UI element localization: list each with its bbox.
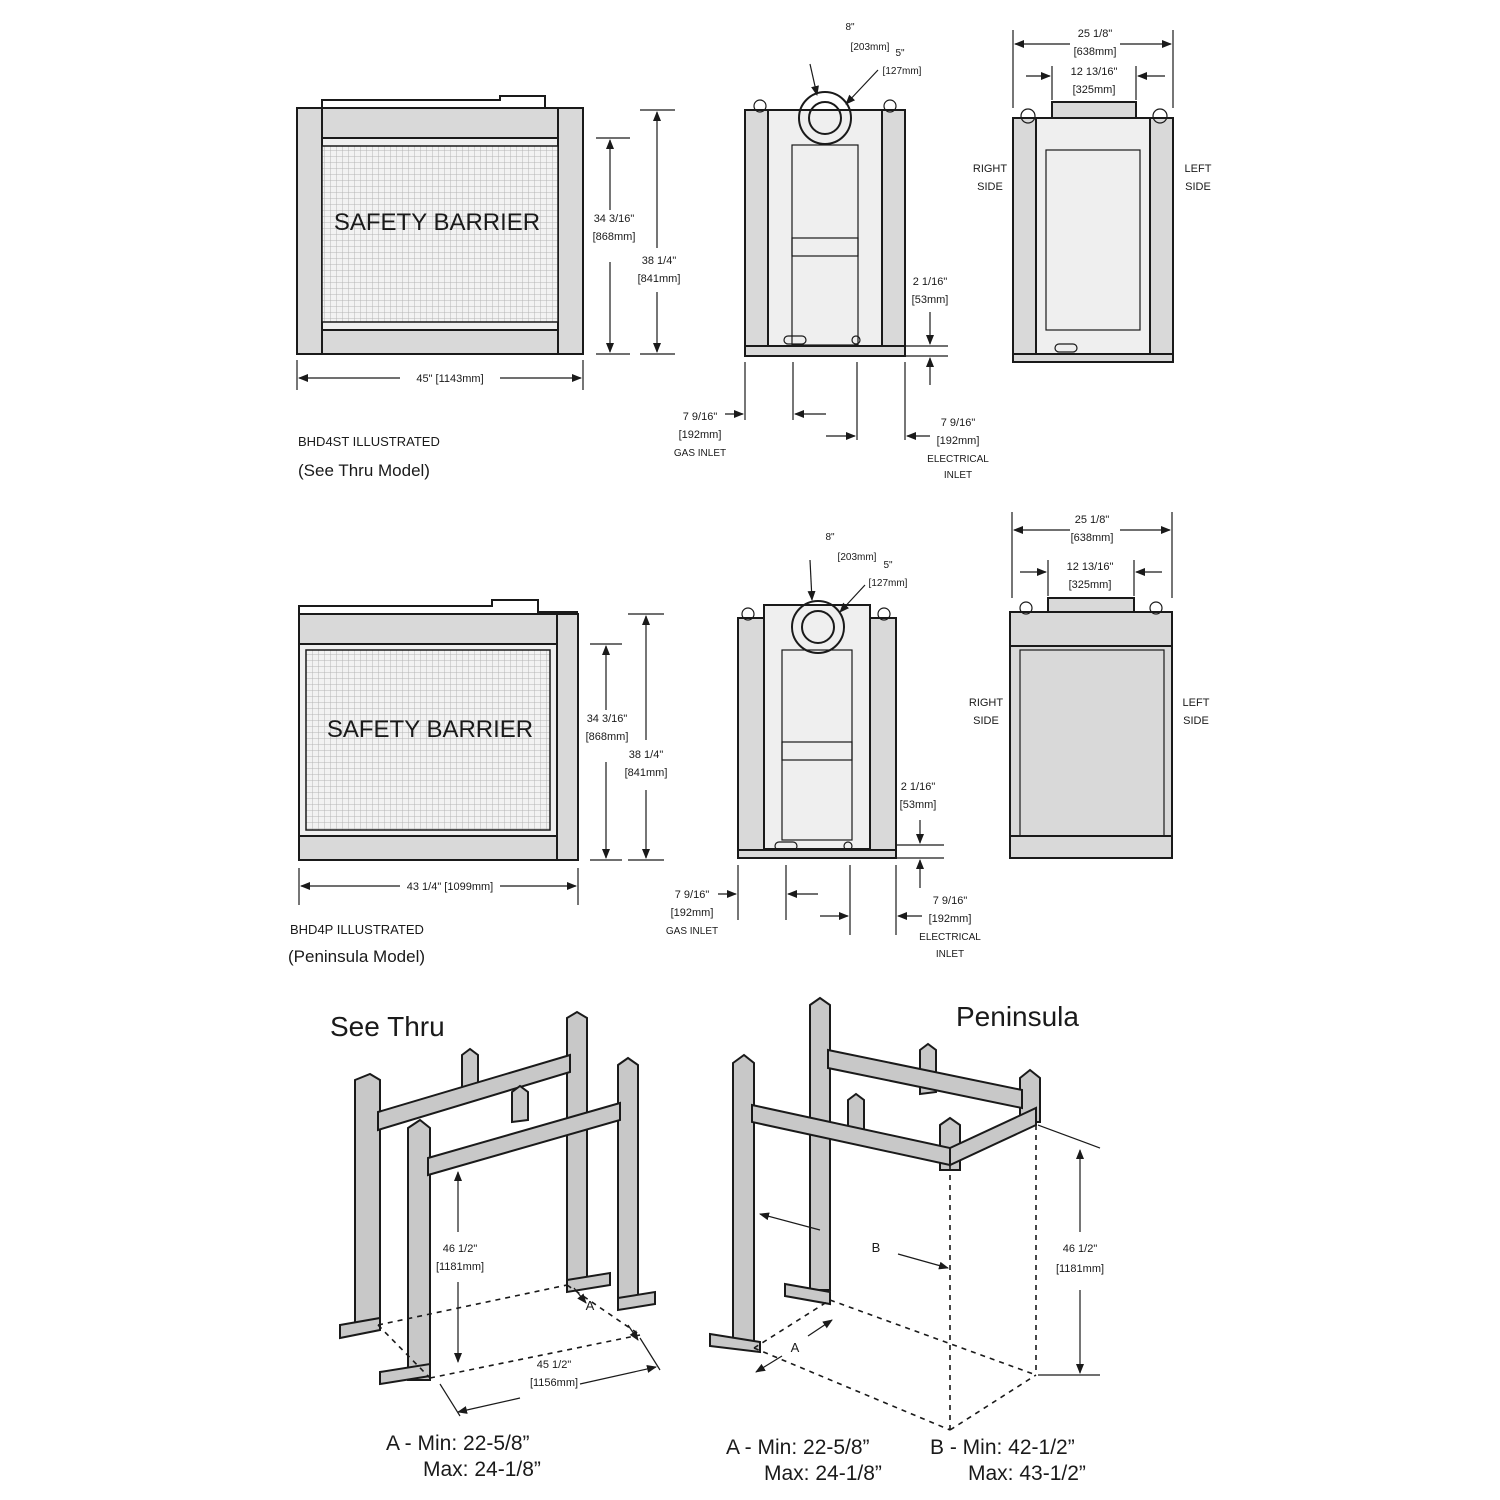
gas-inlet-dimension: 7 9/16" xyxy=(683,411,718,423)
gas-inlet-label: GAS INLET xyxy=(674,448,726,459)
electrical-inlet-label: ELECTRICAL xyxy=(927,454,989,465)
note-a-min: A - Min: 22-5/8” xyxy=(386,1432,530,1455)
gas-inlet-label: GAS INLET xyxy=(666,926,718,937)
framing-title: See Thru xyxy=(330,1011,445,1042)
peninsula-side-view: 8" [203mm] 5" [127mm] 2 1/16" [53mm] 7 9… xyxy=(666,532,981,960)
depth-dimension: 25 1/8" xyxy=(1078,28,1113,40)
inner-height-dimension: 34 3/16" xyxy=(587,713,628,725)
outer-height-dimension: 38 1/4" xyxy=(629,749,664,761)
framing-height-metric: [1181mm] xyxy=(436,1261,484,1273)
electrical-inlet-metric: [192mm] xyxy=(937,435,980,447)
gas-inlet-metric: [192mm] xyxy=(679,429,722,441)
model-code: BHD4P ILLUSTRATED xyxy=(290,922,424,937)
see-thru-side-view: 8" [203mm] 5" [127mm] 2 1/16" [53mm] 7 9… xyxy=(674,22,989,481)
collar-metric: [325mm] xyxy=(1073,84,1116,96)
collar-dimension: 12 13/16" xyxy=(1067,561,1114,573)
electrical-inlet-label-2: INLET xyxy=(936,949,964,960)
electrical-inlet-dimension: 7 9/16" xyxy=(941,417,976,429)
dimension-a-label: A xyxy=(586,1298,595,1313)
note-a-min: A - Min: 22-5/8” xyxy=(726,1436,870,1459)
vent-diameter: 8" xyxy=(845,22,855,33)
right-side-label-2: SIDE xyxy=(973,715,999,727)
note-b-max: Max: 43-1/2” xyxy=(968,1462,1086,1485)
safety-barrier-label: SAFETY BARRIER xyxy=(327,716,533,743)
framing-height: 46 1/2" xyxy=(443,1243,478,1255)
note-a-max: Max: 24-1/8” xyxy=(764,1462,882,1485)
inner-height-dimension: 34 3/16" xyxy=(594,213,635,225)
vent-inner-diameter-metric: [127mm] xyxy=(883,66,922,77)
peninsula-front-view: SAFETY BARRIER 34 3/16" [868mm] 38 1/4" … xyxy=(288,599,668,966)
framing-width: 45 1/2" xyxy=(537,1359,572,1371)
left-side-label-2: SIDE xyxy=(1185,181,1211,193)
vent-diameter: 8" xyxy=(825,532,835,543)
outer-height-metric: [841mm] xyxy=(638,273,681,285)
note-a-max: Max: 24-1/8” xyxy=(423,1458,541,1481)
width-dimension: 45" [1143mm] xyxy=(416,373,483,385)
left-side-label-2: SIDE xyxy=(1183,715,1209,727)
depth-dimension: 25 1/8" xyxy=(1075,514,1110,526)
framing-width-metric: [1156mm] xyxy=(530,1377,578,1389)
model-name: (Peninsula Model) xyxy=(288,947,425,966)
vent-diameter-metric: [203mm] xyxy=(851,42,890,53)
gas-inlet-dimension: 7 9/16" xyxy=(675,889,710,901)
framing-title: Peninsula xyxy=(956,1001,1079,1032)
vent-inner-diameter-metric: [127mm] xyxy=(869,578,908,589)
right-side-label-2: SIDE xyxy=(977,181,1003,193)
electrical-inlet-metric: [192mm] xyxy=(929,913,972,925)
electrical-inlet-label-2: INLET xyxy=(944,470,972,481)
model-code: BHD4ST ILLUSTRATED xyxy=(298,434,440,449)
offset-metric: [53mm] xyxy=(900,799,937,811)
outer-height-dimension: 38 1/4" xyxy=(642,255,677,267)
collar-dimension: 12 13/16" xyxy=(1071,66,1118,78)
framing-height-metric: [1181mm] xyxy=(1056,1263,1104,1275)
inner-height-metric: [868mm] xyxy=(593,231,636,243)
depth-metric: [638mm] xyxy=(1071,532,1114,544)
model-name: (See Thru Model) xyxy=(298,461,430,480)
gas-inlet-metric: [192mm] xyxy=(671,907,714,919)
see-thru-framing: See Thru 46 1/2" [1181mm] 45 1/2" [1156m… xyxy=(330,1010,661,1481)
outer-height-metric: [841mm] xyxy=(625,767,668,779)
left-side-label: LEFT xyxy=(1185,163,1212,175)
peninsula-framing: Peninsula B A 46 1/2" [1181mm] xyxy=(709,996,1104,1485)
dimension-a-label: A xyxy=(791,1340,800,1355)
note-b-min: B - Min: 42-1/2” xyxy=(930,1436,1075,1459)
right-side-label: RIGHT xyxy=(973,163,1008,175)
collar-metric: [325mm] xyxy=(1069,579,1112,591)
vent-inner-diameter: 5" xyxy=(895,48,905,59)
left-side-label: LEFT xyxy=(1183,697,1210,709)
offset-metric: [53mm] xyxy=(912,294,949,306)
dimension-b-label: B xyxy=(872,1240,881,1255)
electrical-inlet-dimension: 7 9/16" xyxy=(933,895,968,907)
width-dimension: 43 1/4" [1099mm] xyxy=(407,881,493,893)
peninsula-end-view: 25 1/8" [638mm] 12 13/16" [325mm] RIGHT … xyxy=(969,512,1210,859)
see-thru-end-view: 25 1/8" [638mm] 12 13/16" [325mm] RIGHT … xyxy=(973,28,1212,363)
see-thru-front-view: SAFETY BARRIER 34 3/16" [868mm] 38 1/4" … xyxy=(296,95,681,480)
electrical-inlet-label: ELECTRICAL xyxy=(919,932,981,943)
vent-inner-diameter: 5" xyxy=(883,560,893,571)
safety-barrier-label: SAFETY BARRIER xyxy=(334,209,540,236)
inner-height-metric: [868mm] xyxy=(586,731,629,743)
vent-diameter-metric: [203mm] xyxy=(838,552,877,563)
depth-metric: [638mm] xyxy=(1074,46,1117,58)
framing-height: 46 1/2" xyxy=(1063,1243,1098,1255)
offset-dimension: 2 1/16" xyxy=(913,276,948,288)
right-side-label: RIGHT xyxy=(969,697,1004,709)
offset-dimension: 2 1/16" xyxy=(901,781,936,793)
